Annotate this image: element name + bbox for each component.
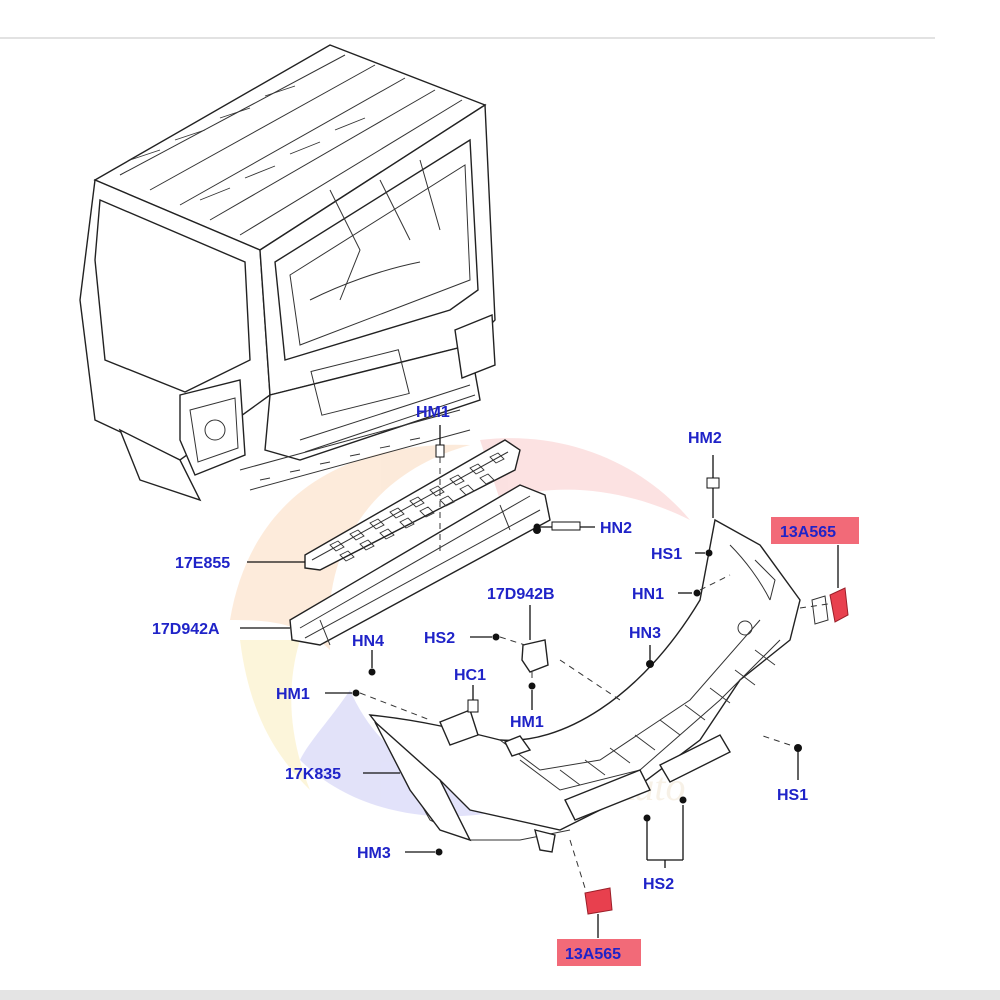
bumper-beam-17D942A xyxy=(289,484,551,646)
label-hs1-upper: HS1 xyxy=(651,546,682,563)
label-17e855: 17E855 xyxy=(175,555,230,572)
energy-absorber-17E855 xyxy=(304,439,521,571)
highlight-13a565-right xyxy=(771,517,859,544)
part-labels: HM1 HM2 HN2 17E855 HS1 HN1 17D942B 17D94… xyxy=(152,404,859,966)
label-13a565-right: 13A565 xyxy=(780,524,836,541)
reflector-bottom-13A565 xyxy=(584,887,613,915)
label-hs1-lower: HS1 xyxy=(777,787,808,804)
label-hc1: HC1 xyxy=(454,667,486,684)
label-17d942b: 17D942B xyxy=(487,586,555,603)
label-hm3: HM3 xyxy=(357,845,391,862)
label-hs2-upper: HS2 xyxy=(424,630,455,647)
label-hn2: HN2 xyxy=(600,520,632,537)
bottom-bar xyxy=(0,990,1000,1000)
bracket-17D942B xyxy=(521,639,549,673)
bumper-cover-17K835 xyxy=(368,518,801,853)
label-13a565-bottom: 13A565 xyxy=(565,946,621,963)
label-hn1: HN1 xyxy=(632,586,664,603)
label-hm1-mid: HM1 xyxy=(510,714,544,731)
label-hm1-top: HM1 xyxy=(416,404,450,421)
highlight-13a565-bottom xyxy=(557,939,641,966)
vehicle-rear-body xyxy=(79,44,496,502)
label-hs2-lower: HS2 xyxy=(643,876,674,893)
label-17k835: 17K835 xyxy=(285,766,341,783)
label-17d942a: 17D942A xyxy=(152,621,220,638)
fasteners xyxy=(240,425,839,938)
label-hn3: HN3 xyxy=(629,625,661,642)
reflector-right-13A565 xyxy=(829,587,849,623)
label-hm2: HM2 xyxy=(688,430,722,447)
label-hn4: HN4 xyxy=(352,633,384,650)
label-hm1-left: HM1 xyxy=(276,686,310,703)
